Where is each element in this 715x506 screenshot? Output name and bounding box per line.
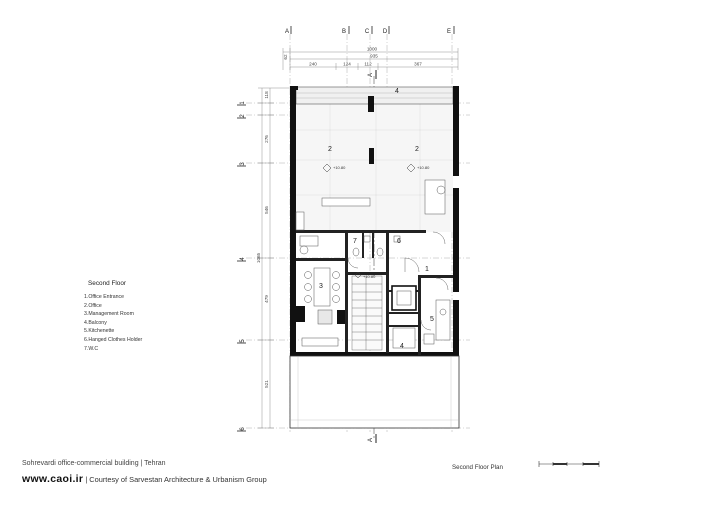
grid-label-C: C [365, 29, 370, 35]
legend-item: 5.Kitchenette [84, 328, 115, 335]
grid-label-3: 3 [240, 162, 246, 166]
scale-bar [538, 461, 600, 467]
grid-label-5: 5 [240, 339, 246, 343]
legend-item: 6.Hanged Clothes Holder [84, 336, 143, 343]
site-link[interactable]: www.caoi.ir [22, 473, 84, 485]
dimension-segment: 112 [364, 62, 372, 67]
room-number-office: 2 [415, 146, 419, 153]
level-marker: +10.80 [333, 165, 346, 170]
legend-item: 1.Office Entrance [84, 294, 124, 300]
dimension-vertical: 479 [264, 295, 269, 303]
plan-title: Second Floor Plan [452, 464, 503, 471]
room-number-balcony: 4 [400, 343, 404, 350]
grid-label-4: 4 [240, 257, 246, 261]
room-number-kitchenette: 5 [430, 316, 434, 323]
legend-item: 7.W.C [84, 345, 99, 352]
dimension-segment: 124 [343, 62, 351, 67]
room-number-clothes-holder: 6 [397, 238, 401, 245]
grid-label-1: 1 [240, 101, 246, 105]
legend-item: 2.Office [84, 302, 102, 309]
dimension-overall-inner: 935 [370, 54, 378, 59]
dimension-left-margin: 62 [283, 54, 288, 60]
room-number-office: 2 [328, 146, 332, 153]
dimension-vertical: 118 [264, 91, 269, 99]
legend: Second Floor 1.Office Entrance 2.Office … [84, 280, 204, 353]
room-number-wc: 7 [353, 238, 357, 245]
credit-line: www.caoi.ir | Courtesy of Sarvestan Arch… [22, 473, 267, 485]
room-number-management-room: 3 [319, 283, 323, 290]
section-mark-bottom: A [368, 438, 374, 442]
grid-label-6: 6 [240, 427, 246, 431]
dimension-vertical: 521 [264, 380, 269, 388]
dimension-vertical: 1065 [256, 252, 261, 263]
grid-label-D: D [383, 29, 388, 35]
room-number-office-entrance: 1 [425, 266, 429, 273]
room-number-balcony: 4 [395, 88, 399, 95]
level-marker: +10.80 [363, 274, 376, 279]
grid-label-2: 2 [240, 114, 246, 118]
dimension-overall: 1000 [367, 47, 378, 52]
grid-label-A: A [285, 29, 289, 35]
dimension-segment: 240 [309, 62, 317, 67]
project-caption: Sohrevardi office-commercial building | … [22, 460, 166, 467]
section-mark-top: A [368, 73, 374, 77]
grid-label-B: B [342, 29, 346, 35]
dimension-vertical: 276 [264, 135, 269, 143]
dimension-vertical: 546 [264, 206, 269, 214]
credit-text: | Courtesy of Sarvestan Architecture & U… [83, 475, 267, 484]
legend-item: 4.Balcony [84, 319, 107, 326]
dimension-segment: 367 [414, 62, 422, 67]
legend-item: 3.Management Room [84, 311, 134, 318]
legend-title: Second Floor [88, 280, 127, 287]
level-marker: +10.80 [417, 165, 430, 170]
grid-label-E: E [447, 29, 451, 35]
